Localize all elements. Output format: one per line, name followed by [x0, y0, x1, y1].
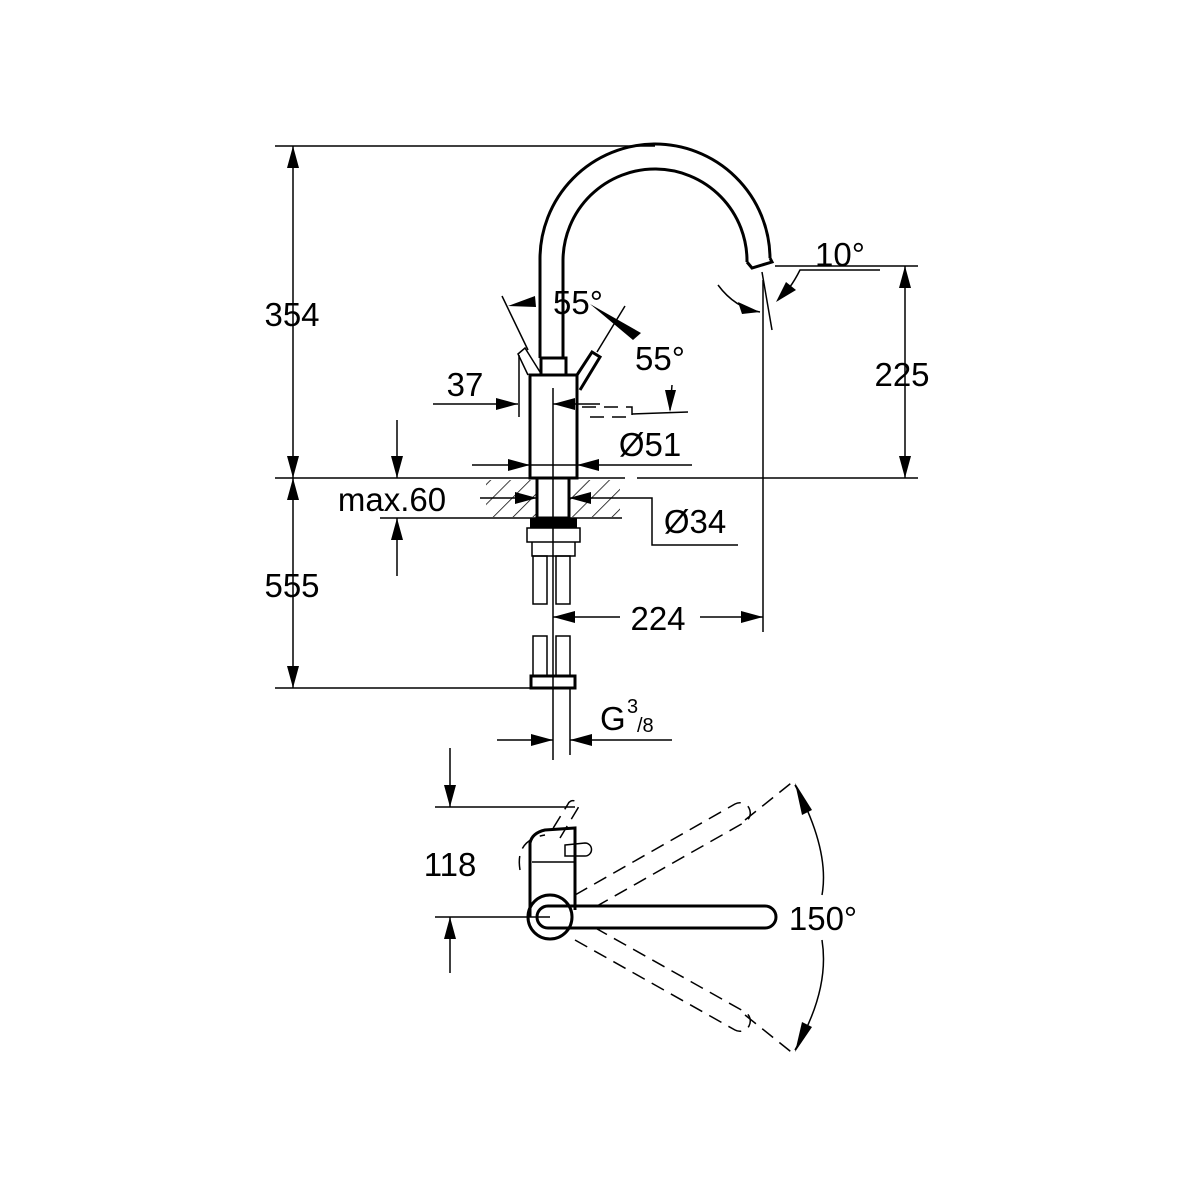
top-view-height-dimension: 118 — [424, 748, 575, 973]
dim-150-deg: 150° — [789, 900, 857, 937]
lever-angle-dimensions: 55° 55° — [501, 284, 689, 415]
supply-hoses — [529, 555, 577, 690]
body-diameter-dimension: Ø51 — [472, 426, 692, 471]
connection-dimension: G 3 /8 — [497, 688, 672, 755]
spout — [538, 142, 775, 358]
dim-354: 354 — [264, 296, 319, 333]
spout-angle-dimension: 10° — [717, 236, 880, 465]
height-dimension: 354 555 — [264, 145, 655, 689]
dim-118: 118 — [424, 846, 477, 883]
dim-max-60: max.60 — [338, 481, 446, 518]
hole-diameter-dimension: Ø34 — [480, 492, 738, 546]
dim-g-den: /8 — [637, 715, 654, 737]
top-view: 150° — [518, 779, 857, 1056]
dim-g-num: 3 — [627, 696, 638, 718]
spout-reach-dimension: 224 — [553, 465, 764, 637]
dim-225: 225 — [874, 356, 929, 393]
spout-height-dimension: 225 — [775, 265, 930, 478]
max-thickness-dimension: max.60 — [338, 420, 484, 576]
dim-55-deg-left: 55° — [553, 284, 603, 321]
lever-offset-dimension: 37 — [433, 355, 600, 417]
dim-37: 37 — [447, 366, 484, 403]
mounting-nut — [526, 518, 581, 557]
dim-224: 224 — [630, 600, 685, 637]
dim-55-deg-right: 55° — [635, 340, 685, 377]
dim-10-deg: 10° — [815, 236, 865, 273]
dim-g: G — [600, 700, 626, 737]
dim-51: Ø51 — [619, 426, 681, 463]
dim-34: Ø34 — [664, 503, 726, 540]
dim-555: 555 — [264, 567, 319, 604]
